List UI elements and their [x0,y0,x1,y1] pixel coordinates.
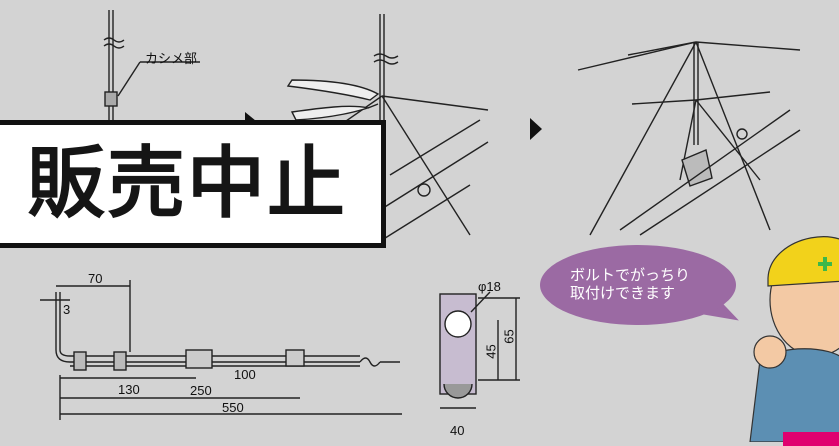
discontinued-banner: 販売中止 [0,120,386,248]
arrow-right-icon [530,118,542,140]
banner-text: 販売中止 [26,139,347,229]
dim-130: 130 [118,382,140,397]
dim-40: 40 [450,423,465,438]
dim-phi18: φ18 [478,279,501,294]
dim-100: 100 [234,367,256,382]
dim-70: 70 [88,271,103,286]
bubble-line-2: 取付けできます [570,285,676,302]
worker-mascot-icon [749,236,839,442]
corner-badge [783,432,839,446]
dim-550: 550 [222,400,244,415]
dim-45: 45 [483,344,499,359]
speech-bubble: ボルトでがっちり 取付けできます [540,245,736,325]
bubble-line-1: ボルトでがっちり [570,267,691,284]
dim-65: 65 [501,329,517,344]
crimp-label: カシメ部 [145,51,198,66]
dim-250: 250 [190,383,212,398]
dim-3: 3 [63,302,71,317]
